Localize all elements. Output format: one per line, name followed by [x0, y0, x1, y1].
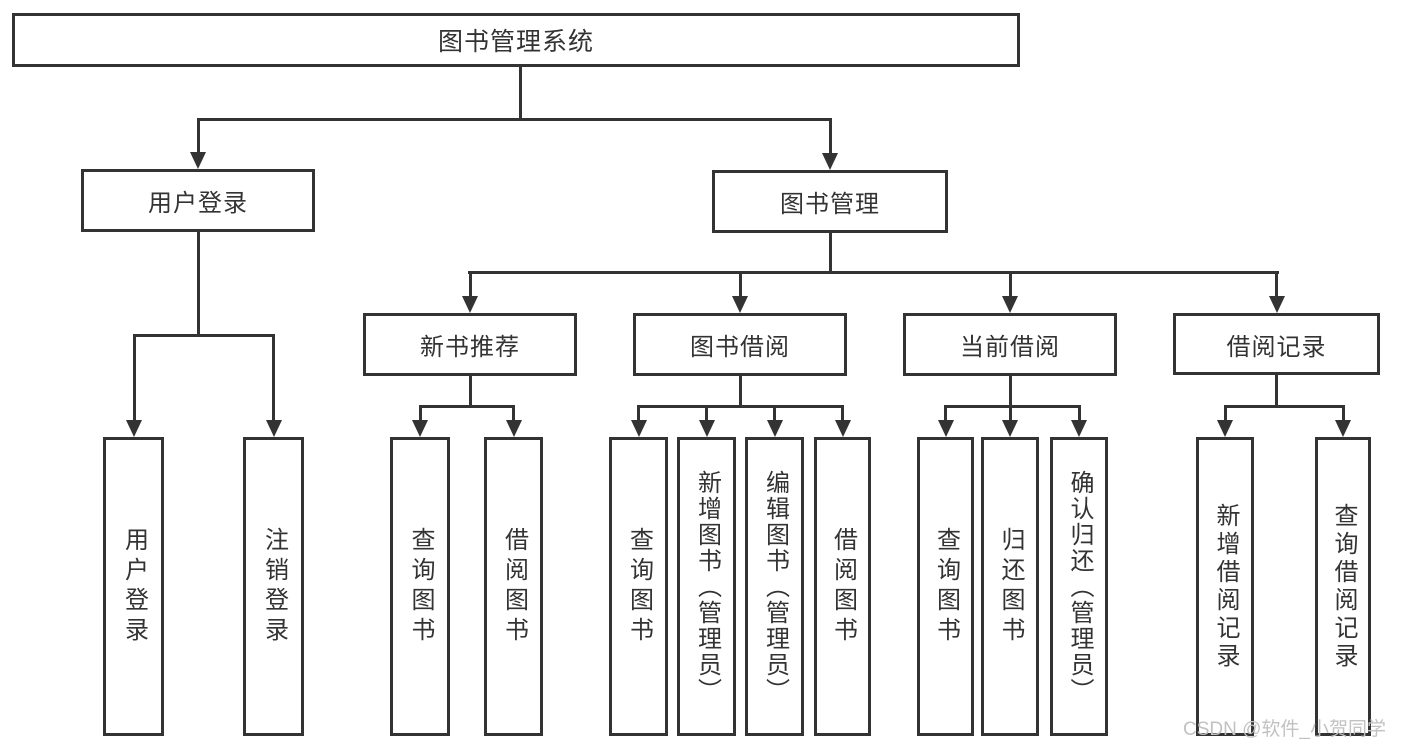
connector-line [197, 230, 200, 337]
node-book-mgmt-label: 图书管理 [780, 191, 880, 218]
arrowhead [1269, 296, 1285, 313]
connector-line [829, 120, 832, 153]
leaf-user-login: 用户登录 [103, 437, 164, 736]
connector-line [419, 405, 422, 420]
arrowhead [1002, 296, 1018, 313]
arrowhead [190, 152, 206, 169]
leaf-cb-return-books-label: 归还图书 [996, 526, 1024, 647]
connector-line [1224, 405, 1227, 420]
leaf-cb-return-books: 归还图书 [981, 437, 1039, 736]
connector-line [739, 271, 742, 296]
leaf-nbr-query-books: 查询图书 [390, 437, 450, 736]
leaf-cb-confirm-return: 确认归还（管理员） [1050, 437, 1108, 736]
connector-line [1009, 271, 1012, 296]
connector-line [841, 405, 844, 420]
node-root: 图书管理系统 [12, 13, 1020, 67]
node-root-label: 图书管理系统 [437, 28, 594, 56]
connector-line [637, 405, 640, 420]
connector-line [197, 120, 200, 152]
connector-line [1078, 405, 1081, 420]
node-book-borrow: 图书借阅 [633, 313, 847, 376]
node-new-book-rec-label: 新书推荐 [420, 334, 520, 361]
node-current-borrow: 当前借阅 [903, 313, 1117, 376]
arrowhead [631, 420, 647, 437]
connector-line [133, 334, 275, 337]
arrowhead [1335, 420, 1351, 437]
connector-line [1275, 373, 1278, 408]
csdn-watermark: CSDN @软件_小贺同学 [1183, 719, 1386, 740]
leaf-nbr-query-books-label: 查询图书 [406, 526, 434, 647]
arrowhead [732, 296, 748, 313]
leaf-br-query-record: 查询借阅记录 [1315, 437, 1371, 736]
connector-line [829, 231, 832, 274]
connector-line [1342, 405, 1345, 420]
node-current-borrow-label: 当前借阅 [960, 334, 1060, 361]
connector-line [705, 405, 708, 420]
arrowhead [266, 420, 282, 437]
leaf-cb-confirm-return-label: 确认归还（管理员） [1065, 469, 1093, 704]
leaf-user-login-label: 用户登录 [120, 526, 148, 647]
leaf-bb-add-books-label: 新增图书（管理员） [693, 469, 721, 704]
arrowhead [835, 420, 851, 437]
connector-line [944, 405, 1081, 408]
connector-line [1009, 373, 1012, 408]
connector-line [133, 334, 136, 420]
node-book-mgmt: 图书管理 [712, 170, 948, 233]
connector-line [469, 271, 472, 296]
arrowhead [822, 153, 838, 170]
connector-line [512, 405, 515, 420]
leaf-br-query-record-label: 查询借阅记录 [1329, 502, 1357, 671]
leaf-bb-add-books: 新增图书（管理员） [677, 437, 736, 736]
arrowhead [767, 420, 783, 437]
leaf-logout-label: 注销登录 [260, 526, 288, 647]
leaf-logout: 注销登录 [243, 437, 304, 736]
connector-line [637, 405, 844, 408]
connector-line [1275, 271, 1278, 296]
node-book-borrow-label: 图书借阅 [690, 334, 790, 361]
leaf-cb-query-books: 查询图书 [917, 437, 974, 736]
leaf-nbr-borrow-books: 借阅图书 [484, 437, 543, 736]
arrowhead [1217, 420, 1233, 437]
leaf-bb-edit-books: 编辑图书（管理员） [745, 437, 804, 736]
connector-line [419, 405, 515, 408]
arrowhead [126, 420, 142, 437]
connector-line [1009, 405, 1012, 420]
leaf-nbr-borrow-books-label: 借阅图书 [500, 526, 528, 647]
leaf-bb-query-books: 查询图书 [609, 437, 668, 736]
leaf-br-add-record-label: 新增借阅记录 [1211, 502, 1239, 671]
connector-line [739, 373, 742, 408]
connector-line [468, 271, 1279, 274]
connector-line [1224, 405, 1345, 408]
arrowhead [699, 420, 715, 437]
leaf-br-add-record: 新增借阅记录 [1196, 437, 1254, 736]
connector-line [469, 373, 472, 408]
node-user-login-label: 用户登录 [148, 190, 248, 217]
arrowhead [412, 420, 428, 437]
arrowhead [506, 420, 522, 437]
arrowhead [1071, 420, 1087, 437]
arrowhead [1002, 420, 1018, 437]
arrowhead [462, 296, 478, 313]
leaf-bb-borrow-books: 借阅图书 [814, 437, 871, 736]
leaf-bb-edit-books-label: 编辑图书（管理员） [761, 469, 789, 704]
connector-line [944, 405, 947, 420]
node-user-login: 用户登录 [81, 169, 315, 232]
leaf-cb-query-books-label: 查询图书 [932, 526, 960, 647]
node-borrow-records: 借阅记录 [1173, 313, 1380, 375]
connector-line [197, 118, 832, 121]
node-new-book-rec: 新书推荐 [363, 313, 577, 376]
connector-line [272, 334, 275, 420]
leaf-bb-borrow-books-label: 借阅图书 [829, 526, 857, 647]
connector-line [519, 67, 522, 120]
arrowhead [938, 420, 954, 437]
connector-line [773, 405, 776, 420]
node-borrow-records-label: 借阅记录 [1226, 333, 1327, 361]
leaf-bb-query-books-label: 查询图书 [625, 526, 653, 647]
